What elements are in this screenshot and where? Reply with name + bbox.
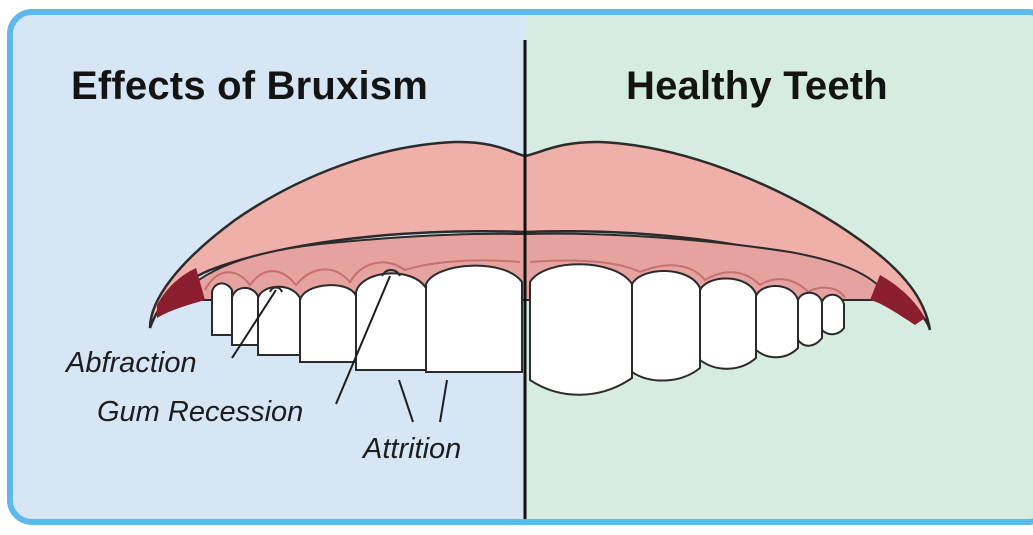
worn-tooth-3 — [258, 287, 300, 355]
healthy-tooth-4 — [756, 286, 798, 357]
attrition-label: Attrition — [363, 433, 461, 466]
healthy-tooth-6 — [822, 295, 844, 335]
healthy-teeth-title: Healthy Teeth — [626, 64, 888, 109]
worn-tooth-4 — [300, 285, 356, 362]
healthy-tooth-1 — [530, 264, 632, 395]
healthy-tooth-3 — [700, 278, 756, 368]
worn-tooth-6 — [426, 266, 522, 372]
abfraction-label: Abfraction — [66, 347, 197, 380]
healthy-tooth-5 — [798, 293, 822, 346]
worn-tooth-5 — [356, 273, 426, 370]
worn-tooth-1 — [212, 283, 232, 335]
bruxism-title: Effects of Bruxism — [71, 64, 428, 109]
gum-recession-label: Gum Recession — [97, 396, 303, 429]
healthy-tooth-2 — [632, 271, 700, 381]
